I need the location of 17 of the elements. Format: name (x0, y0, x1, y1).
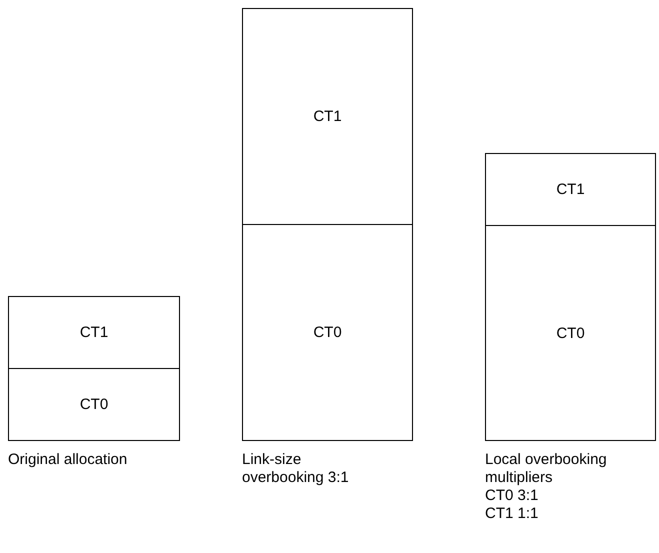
allocation-box (8, 296, 180, 369)
allocation-box (485, 153, 656, 226)
box-label: CT1 (313, 108, 342, 125)
allocation-box (242, 8, 413, 225)
allocation-box (8, 368, 180, 441)
box-label: CT1 (556, 181, 585, 198)
box-label: CT1 (80, 324, 108, 341)
allocation-box (485, 225, 656, 441)
allocation-box (242, 224, 413, 441)
caption-text: Original allocation (8, 451, 128, 469)
caption-text: CT0 3:1 (485, 487, 540, 505)
box-label: CT0 (313, 324, 342, 341)
box-label: CT0 (80, 396, 108, 413)
caption-text: Local overbooking multipliers (485, 451, 608, 487)
caption-text: CT1 1:1 (485, 505, 540, 523)
box-label: CT0 (556, 324, 585, 342)
caption-text: Link-size overbooking 3:1 (242, 451, 350, 487)
